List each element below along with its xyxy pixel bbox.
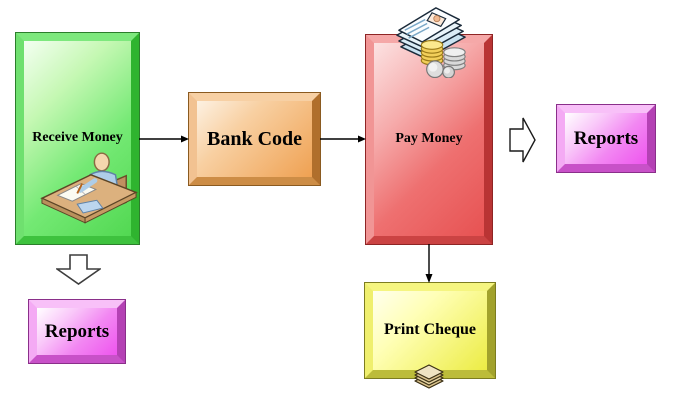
node-bank-code-label: Bank Code [206,127,303,150]
node-reports-left-label: Reports [44,320,110,342]
documents-and-coins-icon [396,7,466,78]
node-pay-money-label: Pay Money [395,131,463,147]
node-reports-right-label: Reports [573,127,639,149]
node-bank-code[interactable]: Bank Code [189,93,320,185]
node-reports-right[interactable]: Reports [557,105,655,172]
node-print-cheque[interactable]: Print Cheque [365,283,495,389]
node-receive-money-label: Receive Money [32,130,123,146]
arrow-pay-to-print-cheque [425,244,433,283]
node-reports-left[interactable]: Reports [29,300,125,363]
node-pay-money[interactable]: Pay Money [366,7,492,244]
node-receive-money[interactable]: Receive Money [16,33,139,244]
person-at-desk-icon [40,152,138,224]
hollow-arrow-receive-to-reports [56,254,101,285]
hollow-arrow-pay-to-reports [509,117,536,163]
cheque-stack-icon [414,364,444,389]
arrow-receive-to-bank [139,135,189,143]
node-print-cheque-label: Print Cheque [384,321,476,339]
arrow-bank-to-pay [320,135,366,143]
